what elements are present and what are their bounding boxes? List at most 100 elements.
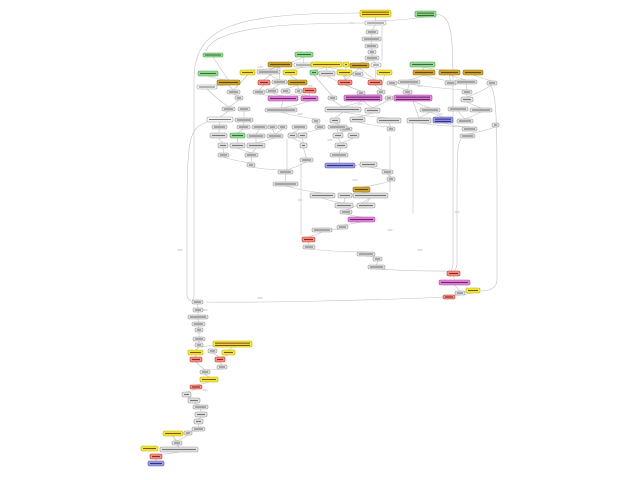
node-label-smudge [150,462,162,465]
node-label-smudge [445,296,453,298]
graph-edge [449,74,451,82]
graph-edge [250,166,286,171]
graph-edge [186,121,208,302]
node-label-smudge [359,204,373,207]
node-label-smudge [300,134,305,137]
node-label-smudge [409,119,429,122]
graph-edge [466,84,493,98]
node-label-smudge [335,134,341,137]
node-label-smudge [314,120,318,122]
graph-edge [271,92,284,97]
graph-edge [374,66,377,81]
graph-edge [285,161,307,171]
node-label-smudge [305,246,313,248]
node-label-smudge [389,178,393,180]
node-label-smudge [314,229,330,231]
graph-edge [465,83,468,91]
graph-edge [308,248,367,253]
node-label-smudge [435,118,451,120]
node-label-smudge [202,371,208,373]
node-label-smudge [396,96,430,98]
graph-edge [205,22,366,52]
node-label-smudge [290,134,295,137]
graph-edge [387,173,392,178]
node-label-smudge [190,316,206,318]
node-label-smudge [373,64,379,66]
edge-label-mark [454,211,460,213]
graph-edge [375,16,426,22]
node-label-smudge [297,90,300,92]
graph-edge [332,99,344,108]
node-label-smudge [240,108,248,110]
node-label-smudge [463,98,471,101]
node-label-smudge [375,258,380,260]
node-label-smudge [400,81,418,83]
graph-edge [255,137,276,144]
node-label-smudge [217,358,223,361]
node-label-smudge [346,98,380,100]
graph-edge [285,185,323,194]
graph-edge [237,128,244,134]
graph-edge [176,434,189,442]
node-label-smudge [472,109,490,111]
node-label-smudge [210,350,215,352]
node-label-smudge [247,154,256,156]
graph-edge [342,221,362,226]
node-label-smudge [192,386,200,388]
edge-label-mark [297,199,303,201]
node-label-smudge [275,183,296,185]
graph-edge [371,59,377,64]
node-label-smudge [337,144,345,147]
edge-label-mark [349,22,355,24]
node-label-smudge [389,82,395,84]
graph-node [393,94,433,102]
node-label-smudge [405,91,410,93]
node-label-smudge [449,272,458,275]
graph-edge [197,318,199,323]
node-label-smudge [468,289,478,292]
graph-edge [280,100,310,109]
edge-label-mark [417,85,423,87]
node-label-smudge [274,81,285,83]
node-label-smudge [214,126,225,128]
graph-edge [372,99,390,109]
node-label-smudge [330,97,335,99]
graph-edge [418,111,431,119]
node-label-smudge [417,14,434,16]
node-label-smudge [165,432,181,435]
node-label-smudge [194,323,203,325]
node-label-smudge [224,108,233,110]
node-label-smudge [200,72,216,75]
node-label-smudge [196,420,201,423]
graph-edge [374,84,382,91]
node-label-smudge [396,98,430,100]
graph-edge [361,180,392,188]
node-label-smudge [327,108,359,111]
edge-label-mark [297,113,303,115]
node-label-smudge [317,126,323,128]
graph-edge [219,121,221,126]
graph-node [359,9,392,18]
node-label-smudge [237,119,251,121]
edge-label-mark [437,113,443,115]
edge-label-mark [202,309,208,311]
graph-edge [343,197,346,204]
graph-edge [272,128,276,135]
node-label-smudge [199,86,215,88]
node-label-smudge [302,159,311,161]
graph-edge [359,59,373,64]
node-label-smudge [162,448,196,451]
node-label-smudge [312,71,316,74]
graph-edge [313,66,327,71]
graph-edge [388,122,392,128]
graph-edge [228,84,234,91]
node-label-smudge [224,351,233,354]
graph-edge [195,381,210,386]
node-label-smudge [259,71,278,73]
graph-edge [191,12,361,301]
node-label-smudge [359,253,373,255]
node-label-smudge [340,81,350,84]
node-label-smudge [362,13,389,15]
node-label-smudge [342,211,350,213]
